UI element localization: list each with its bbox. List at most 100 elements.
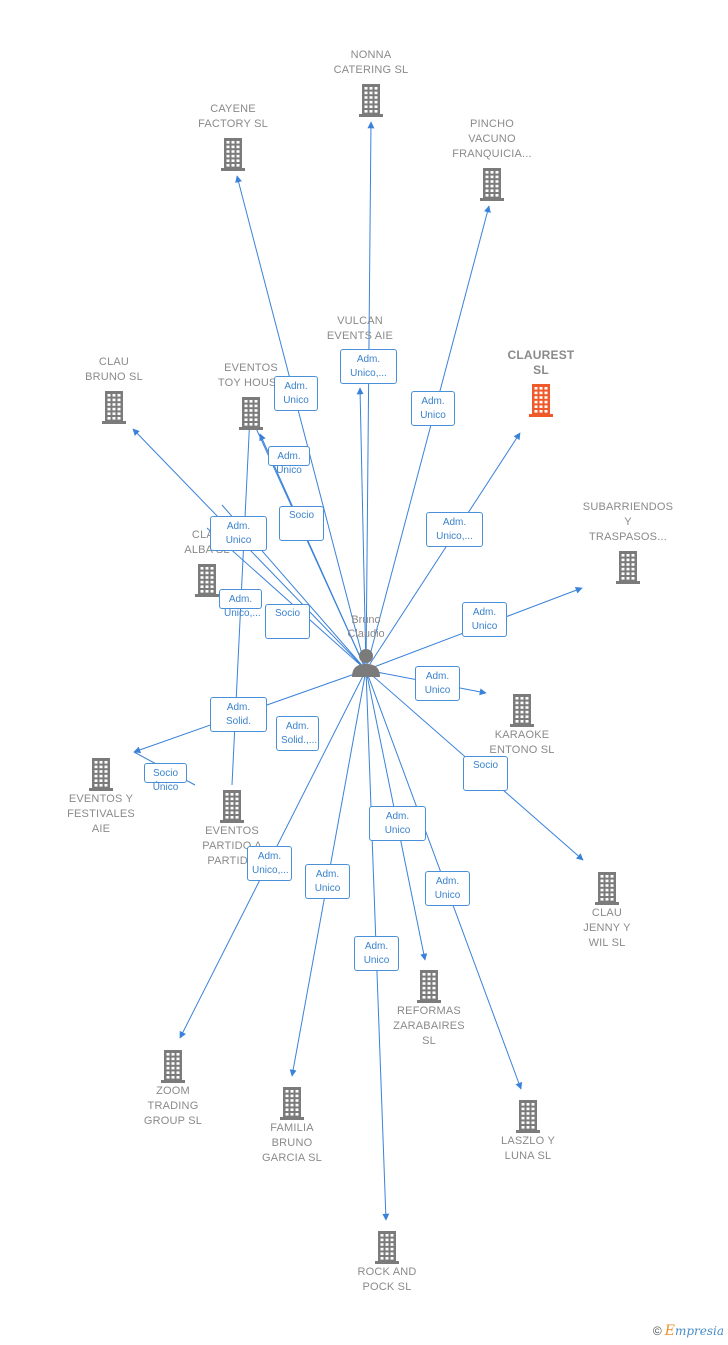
relation-badge-line: Adm.	[257, 851, 282, 862]
company-name-line: SL	[422, 1035, 436, 1047]
building-icon	[616, 551, 640, 584]
relation-badge-line: Unico,...	[224, 608, 261, 619]
relation-badge-line: Unico	[424, 685, 451, 696]
building-icon	[510, 694, 534, 727]
relation-badge[interactable]: Socio	[265, 604, 310, 639]
company-name-line: EVENTOS	[224, 362, 278, 374]
person-name-line-1: Bruno	[351, 614, 381, 626]
company-name-line: CLAU	[98, 356, 130, 368]
relation-badge[interactable]: Adm.Unico	[425, 871, 470, 906]
relation-badge[interactable]: Adm.Unico	[210, 516, 267, 551]
relation-badge[interactable]: Socio	[463, 756, 508, 791]
company-node[interactable]: EVENTOS PARTIDO A PARTIDO	[172, 788, 292, 869]
company-name-line: KARAOKE	[494, 729, 550, 741]
company-name-line: ZOOM	[156, 1085, 190, 1097]
building-icon	[89, 758, 113, 791]
company-name-line: REFORMAS	[397, 1005, 461, 1017]
relation-badge-line: Adm.	[284, 381, 308, 392]
company-node[interactable]: EVENTOS TOY HOUSE	[191, 361, 311, 431]
relation-badge-line: Unico,...	[436, 531, 473, 542]
relation-badge-line: Unico	[314, 883, 341, 894]
relation-badge[interactable]: Adm.Unico	[411, 391, 455, 426]
company-name-line: EVENTOS Y	[68, 793, 134, 805]
relation-badge-line: Unico	[225, 535, 252, 546]
relation-badge[interactable]: Adm.Unico	[268, 446, 310, 476]
company-node[interactable]: CAYENE FACTORY SL	[173, 102, 293, 172]
relation-badge[interactable]: Socio	[279, 506, 324, 541]
relation-badge[interactable]: Adm.Unico	[369, 806, 426, 841]
company-name-line: AIE	[91, 823, 111, 835]
company-name-line: FRANQUICIA...	[452, 148, 532, 160]
company-name-line: VULCAN	[337, 315, 383, 327]
company-name-line: PARTIDO	[207, 855, 257, 867]
relation-badge[interactable]: Adm.Unico,...	[219, 589, 262, 619]
building-icon	[220, 790, 244, 823]
company-name-line: CLAU	[591, 907, 623, 919]
relation-badge-line: Adm.	[356, 354, 381, 365]
company-name-line: EVENTOS	[205, 825, 259, 837]
relation-badge[interactable]: Adm.Unico	[354, 936, 399, 971]
relation-badge[interactable]: Adm.Unico	[462, 602, 507, 637]
brand-logo-first-letter: E	[664, 1323, 675, 1339]
building-icon	[102, 391, 126, 424]
relation-badge[interactable]: Adm.Solid.	[210, 697, 267, 732]
building-icon	[516, 1100, 540, 1133]
company-name-line: TOY HOUSE	[217, 377, 285, 389]
relation-badge[interactable]: Adm.Unico	[415, 666, 460, 701]
relation-badge[interactable]: Adm.Solid.,...	[276, 716, 319, 751]
company-name-line: TRADING	[147, 1100, 199, 1112]
person-name-line-2: Claudio	[347, 628, 385, 640]
building-icon	[595, 872, 619, 905]
company-name-line: EVENTS AIE	[326, 330, 394, 342]
building-icon	[195, 564, 219, 597]
company-name-line: ENTONO SL	[489, 744, 555, 756]
company-node[interactable]: VULCAN EVENTS AIE	[300, 314, 420, 344]
relation-badge-line: Adm.	[315, 869, 340, 880]
company-name-line: LUNA SL	[504, 1150, 552, 1162]
relation-badge-line: Socio	[472, 760, 498, 771]
relation-badge-line: Unico	[471, 621, 498, 632]
building-icon	[280, 1087, 304, 1120]
edge-line	[235, 175, 367, 671]
company-name-line: PARTIDO A	[202, 840, 262, 852]
relation-badge-line: Socio	[152, 768, 178, 779]
edge-line	[365, 432, 521, 671]
relation-badge-line: Unico,...	[350, 368, 387, 379]
relation-badge-line: Adm.	[285, 721, 310, 732]
company-name-line: CAYENE	[210, 103, 256, 115]
company-name-line: TRASPASOS...	[589, 531, 667, 543]
relation-badge-line: Solid.	[225, 716, 251, 727]
company-name-line: SUBARRIENDOS	[582, 501, 674, 513]
relation-badge[interactable]: Adm. Unico,...	[340, 349, 397, 384]
relation-badge[interactable]: Adm.Unico	[274, 376, 318, 411]
relation-badge-line: Unico	[434, 890, 461, 901]
company-name-line: FACTORY SL	[198, 118, 268, 130]
center-person-node[interactable]: Bruno Claudio	[321, 613, 411, 679]
building-icon	[375, 1231, 399, 1264]
company-name-line: ROCK AND	[357, 1266, 417, 1278]
relation-badge-line: Unico	[384, 825, 411, 836]
person-icon	[352, 649, 380, 677]
relation-badge-line: Unico,...	[252, 865, 289, 876]
relation-badge[interactable]: Adm. Unico	[305, 864, 350, 899]
relation-badge[interactable]: Adm. Unico,...	[247, 846, 292, 881]
company-name-line: FAMILIA	[270, 1122, 314, 1134]
building-icon	[417, 970, 441, 1003]
company-node[interactable]: KARAOKE ENTONO SL	[462, 692, 582, 758]
company-name-line: SL	[533, 363, 549, 377]
relation-badge-line: Adm.	[277, 451, 301, 462]
relation-badge[interactable]: Adm.Unico,...	[426, 512, 483, 547]
